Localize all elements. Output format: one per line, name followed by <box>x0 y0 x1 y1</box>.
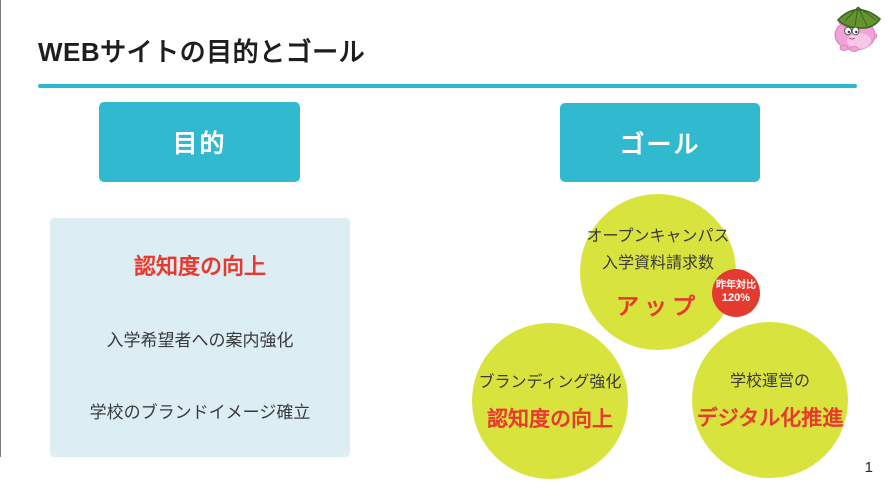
goal-circle-line: ブランディング強化 <box>478 374 622 392</box>
purpose-header-label: 目的 <box>172 130 227 158</box>
goal-circle-digitalization: 学校運営の デジタル化推進 <box>692 322 848 478</box>
purpose-item-brand-image: 学校のブランドイメージ確立 <box>89 403 311 422</box>
title-underline <box>38 84 857 88</box>
page-title: WEBサイトの目的とゴール <box>38 37 366 67</box>
badge-label: 昨年対比 <box>716 280 756 292</box>
goal-circle-line: オープンキャンパス <box>586 227 730 245</box>
year-over-year-badge: 昨年対比 120% <box>712 269 760 317</box>
goal-header-label: ゴール <box>619 130 701 159</box>
purpose-item-awareness: 認知度の向上 <box>133 254 266 279</box>
purpose-header-box: 目的 <box>99 102 300 182</box>
goal-circle-open-campus: オープンキャンパス 入学資料請求数 アップ <box>580 194 736 350</box>
purpose-item-guidance: 入学希望者への案内強化 <box>106 331 294 350</box>
goal-circle-branding: ブランディング強化 認知度の向上 <box>472 323 628 479</box>
page-number: 1 <box>864 459 873 476</box>
goal-circle-line: 学校運営の <box>729 373 810 391</box>
goal-circle-line: 入学資料請求数 <box>601 255 714 272</box>
goal-header-box: ゴール <box>560 103 760 182</box>
badge-value: 120% <box>721 292 751 305</box>
goal-circle-emphasis: 認知度の向上 <box>487 407 613 431</box>
goal-circle-emphasis: デジタル化推進 <box>696 406 844 430</box>
slide-left-edge-line <box>0 0 1 457</box>
pig-leaf-mascot-icon <box>834 6 882 52</box>
goal-circle-emphasis: アップ <box>616 293 700 320</box>
purpose-panel: 認知度の向上 入学希望者への案内強化 学校のブランドイメージ確立 <box>50 218 350 457</box>
